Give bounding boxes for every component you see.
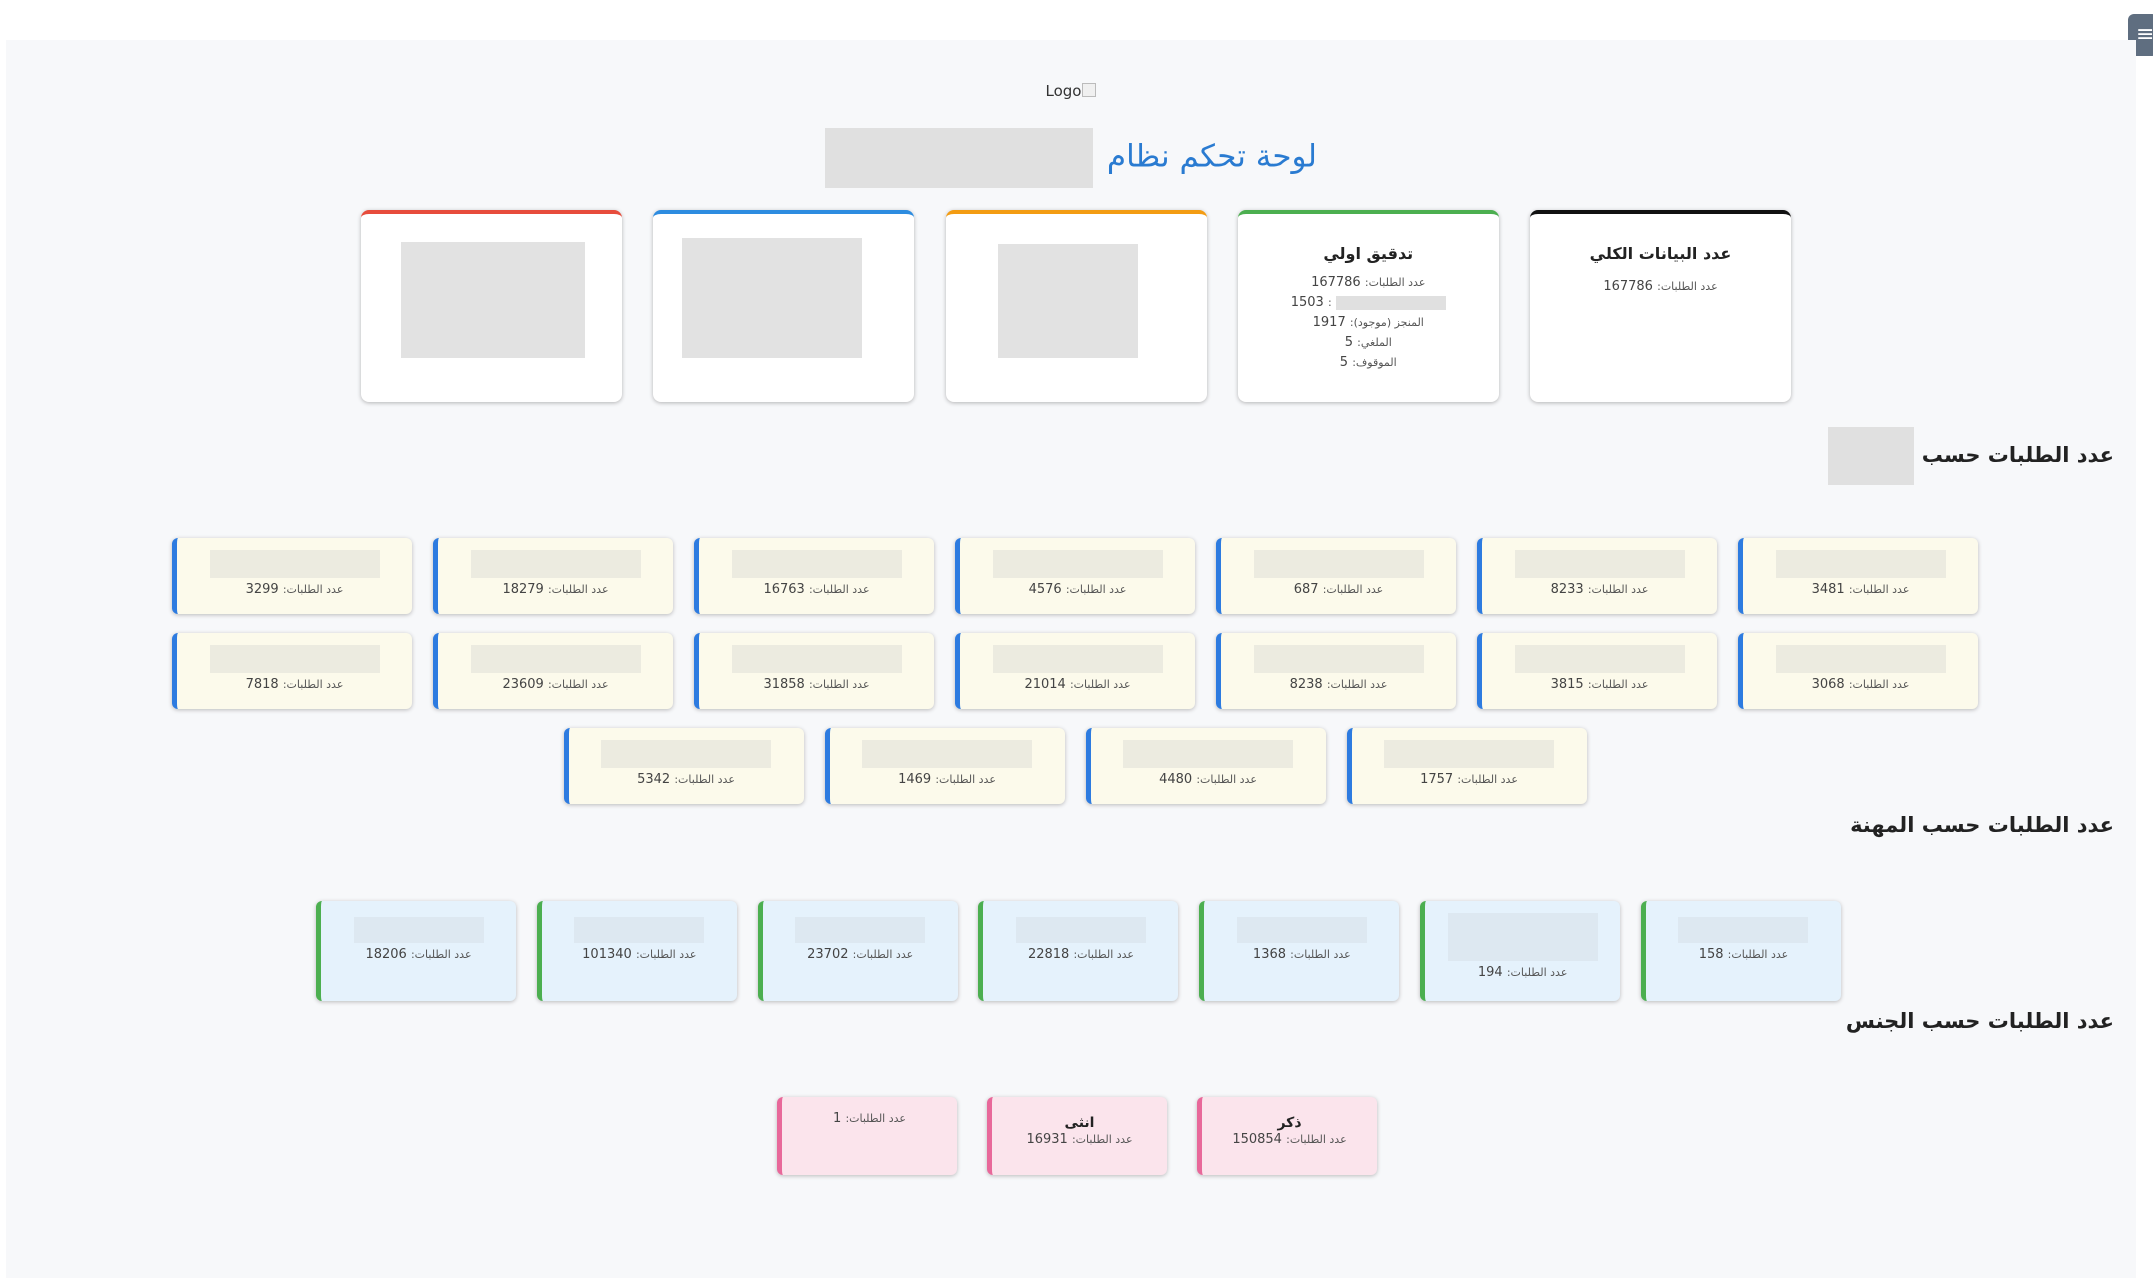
redacted-name — [1514, 550, 1685, 578]
redacted-name — [1123, 740, 1293, 768]
region-card: عدد الطلبات: 3068 — [1738, 633, 1978, 709]
job-card: عدد الطلبات: 18206 — [316, 901, 516, 1001]
summary-card-redacted — [945, 210, 1207, 402]
region-card: عدد الطلبات: 8238 — [1216, 633, 1456, 709]
job-card: عدد الطلبات: 194 — [1420, 901, 1621, 1001]
redacted-name — [209, 645, 380, 673]
redacted-name — [1384, 740, 1554, 768]
redacted-name — [1678, 917, 1809, 943]
summary-card-line: : 1503 — [1238, 293, 1499, 313]
region-card: عدد الطلبات: 3299 — [172, 538, 412, 614]
summary-card-line: الموقوف: 5 — [1339, 355, 1397, 370]
region-card: عدد الطلبات: 23609 — [433, 633, 673, 709]
redacted-name — [353, 917, 484, 943]
redacted-name — [795, 917, 926, 943]
summary-card-line: المنجز (موجود): 1917 — [1312, 315, 1424, 330]
region-card: عدد الطلبات: 31858 — [694, 633, 934, 709]
section-title-gender: عدد الطلبات حسب الجنس — [1845, 1009, 2114, 1033]
redacted-content — [997, 244, 1138, 358]
summary-card-line: الملغي: 5 — [1344, 335, 1392, 350]
job-cards-grid: عدد الطلبات: 158 عدد الطلبات: 194 عدد ال… — [316, 901, 1841, 1001]
section-title-region: عدد الطلبات حسب — [1828, 427, 2114, 485]
region-card: عدد الطلبات: 5342 — [563, 728, 804, 804]
region-card: عدد الطلبات: 1469 — [824, 728, 1065, 804]
redacted-name — [1447, 913, 1598, 961]
region-cards-grid: عدد الطلبات: 3481 عدد الطلبات: 8233 عدد … — [42, 538, 2108, 804]
redacted-content — [401, 242, 585, 358]
redacted-name — [992, 550, 1163, 578]
summary-card-redacted — [361, 210, 622, 402]
region-card: عدد الطلبات: 18279 — [433, 538, 673, 614]
page-title-text: لوحة تحكم نظام — [1106, 138, 1317, 175]
gender-card: عدد الطلبات: 1 — [777, 1097, 957, 1175]
redacted-label — [1335, 295, 1446, 310]
summary-card-total: عدد البيانات الكلي عدد الطلبات: 167786 — [1530, 210, 1791, 402]
redacted-name — [862, 740, 1032, 768]
redacted-name — [209, 550, 380, 578]
summary-card-redacted — [653, 210, 915, 402]
region-card: عدد الطلبات: 16763 — [694, 538, 934, 614]
region-card: عدد الطلبات: 8233 — [1477, 538, 1717, 614]
redacted-name — [470, 550, 641, 578]
hamburger-menu-icon: ≡ — [2136, 22, 2153, 47]
region-card: عدد الطلبات: 1757 — [1346, 728, 1587, 804]
region-card: عدد الطلبات: 4576 — [955, 538, 1195, 614]
section-title-job: عدد الطلبات حسب المهنة — [1850, 813, 2114, 837]
summary-card-line: عدد الطلبات: 167786 — [1311, 275, 1426, 290]
redacted-name — [1775, 645, 1946, 673]
region-card: عدد الطلبات: 4480 — [1085, 728, 1326, 804]
redacted-name — [574, 917, 705, 943]
region-card: عدد الطلبات: 7818 — [172, 633, 412, 709]
redacted-name — [1015, 917, 1146, 943]
summary-card-initial-audit: تدقيق اولي عدد الطلبات: 167786 : 1503 ال… — [1237, 210, 1499, 402]
region-card: عدد الطلبات: 687 — [1216, 538, 1456, 614]
gender-cards-grid: ذكر عدد الطلبات: 150854 انثى عدد الطلبات… — [777, 1097, 1377, 1175]
job-card: عدد الطلبات: 1368 — [1199, 901, 1400, 1001]
summary-card-title: تدقيق اولي — [1323, 244, 1414, 263]
gender-card: ذكر عدد الطلبات: 150854 — [1197, 1097, 1377, 1175]
redacted-name — [731, 550, 902, 578]
redacted-name — [1253, 550, 1424, 578]
redacted-section-name — [1828, 427, 1915, 485]
region-card: عدد الطلبات: 21014 — [955, 633, 1195, 709]
redacted-content — [682, 238, 863, 358]
redacted-name — [1236, 917, 1367, 943]
summary-card-line: عدد الطلبات: 167786 — [1603, 279, 1718, 294]
redacted-name — [731, 645, 902, 673]
summary-cards: عدد البيانات الكلي عدد الطلبات: 167786 ت… — [361, 210, 1791, 404]
job-card: عدد الطلبات: 23702 — [757, 901, 958, 1001]
dashboard-page: Logo لوحة تحكم نظام عدد البيانات الكلي ع… — [6, 40, 2136, 1278]
job-card: عدد الطلبات: 158 — [1640, 901, 1841, 1001]
redacted-name — [1253, 645, 1424, 673]
redacted-name — [1775, 550, 1946, 578]
redacted-name — [470, 645, 641, 673]
broken-image-icon — [1082, 83, 1097, 97]
job-card: عدد الطلبات: 22818 — [978, 901, 1179, 1001]
redacted-name — [992, 645, 1163, 673]
logo-alt-text: Logo — [1045, 82, 1082, 100]
region-card: عدد الطلبات: 3815 — [1477, 633, 1717, 709]
summary-card-title: عدد البيانات الكلي — [1589, 244, 1732, 263]
redacted-system-name — [825, 128, 1094, 188]
redacted-name — [601, 740, 771, 768]
redacted-name — [1514, 645, 1685, 673]
region-card: عدد الطلبات: 3481 — [1738, 538, 1978, 614]
gender-card: انثى عدد الطلبات: 16931 — [987, 1097, 1167, 1175]
job-card: عدد الطلبات: 101340 — [536, 901, 737, 1001]
logo: Logo — [6, 82, 2136, 100]
page-title: لوحة تحكم نظام — [6, 128, 2136, 188]
